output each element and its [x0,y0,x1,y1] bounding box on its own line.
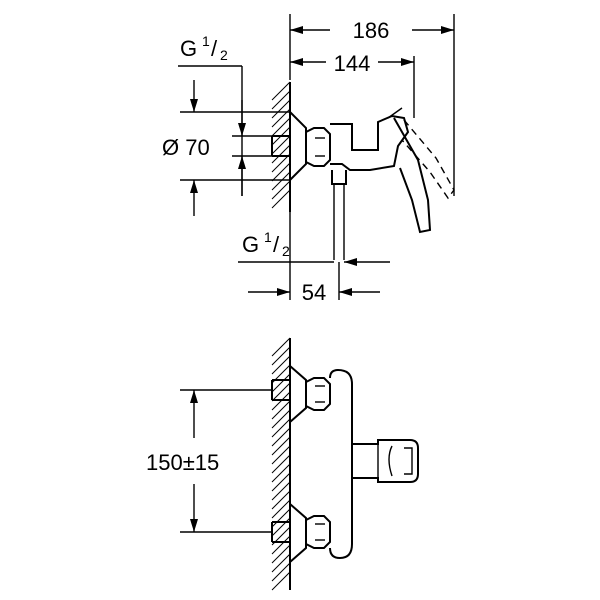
wall-hatch-line [271,144,291,164]
wall-hatch-line [271,535,291,555]
dim-depth-to-lever: 144 [334,51,371,76]
svg-text:1: 1 [202,33,210,49]
svg-text:/: / [273,232,280,257]
wall-hatch-line [271,81,291,101]
upper-nut [305,377,331,411]
dim-overall-depth: 186 [353,18,390,43]
wall-hatch-line [271,373,291,393]
wall-hatch-line [271,517,291,537]
lever-swing-dashed [401,119,455,200]
bottom-outlet [331,170,347,185]
wall-hatch-line [271,553,291,573]
wall-hatch-line [271,90,291,110]
lower-nut [305,515,331,549]
mixer-body [330,114,410,171]
wall-hatch-line [271,346,291,366]
wall-hatch-line [271,571,291,591]
svg-text:G: G [242,232,259,257]
inlet-nipple [271,135,290,157]
front-view: 150±15 [146,337,419,591]
wall-hatch-line [271,162,291,182]
wall-hatch-line [271,418,291,438]
rosette [289,111,307,181]
mixer-bar [329,368,353,560]
outlet-thread-label: G 1 / 2 [238,229,390,266]
inlet-thread-label: G 1 / 2 [178,33,243,196]
wall-hatch-line [271,382,291,402]
svg-text:2: 2 [220,47,228,63]
wall-hatch-line [271,544,291,564]
wall-hatch-line [271,409,291,429]
dim-rosette-diameter: Ø 70 [162,135,210,160]
wall-hatch-line [271,400,291,420]
svg-text:G: G [180,36,197,61]
connection-nut [305,127,331,167]
wall-hatch-line [271,117,291,137]
upper-rosette [289,365,307,423]
wall-hatch-line [271,481,291,501]
wall-top [271,81,291,212]
wall-hatch-line [271,171,291,191]
svg-text:/: / [211,36,218,61]
wall-hatch-line [271,445,291,465]
wall-hatch-line [271,436,291,456]
wall-hatch-line [271,99,291,119]
dim-inlet-centres: 150±15 [146,450,219,475]
wall-hatch-line [271,355,291,375]
lower-rosette [289,503,307,563]
wall-hatch-line [271,490,291,510]
wall-hatch-line [271,463,291,483]
dim-outlet-offset: 54 [302,280,326,305]
wall-hatch-line [271,562,291,582]
wall-hatch-line [271,180,291,200]
wall-hatch-line [271,499,291,519]
wall-bottom [271,337,291,591]
lever-handle [393,117,432,234]
wall-hatch-line [271,427,291,447]
wall-hatch-line [271,472,291,492]
wall-hatch-line [271,189,291,209]
wall-hatch-line [271,508,291,528]
svg-text:1: 1 [264,229,272,245]
wall-hatch-line [271,337,291,357]
side-view: 186 144 G 1 / 2 Ø 70 G 1 / 2 [162,14,455,305]
cartridge-housing [352,439,419,483]
wall-hatch-line [271,135,291,155]
svg-text:2: 2 [282,243,290,259]
wall-hatch-line [271,454,291,474]
